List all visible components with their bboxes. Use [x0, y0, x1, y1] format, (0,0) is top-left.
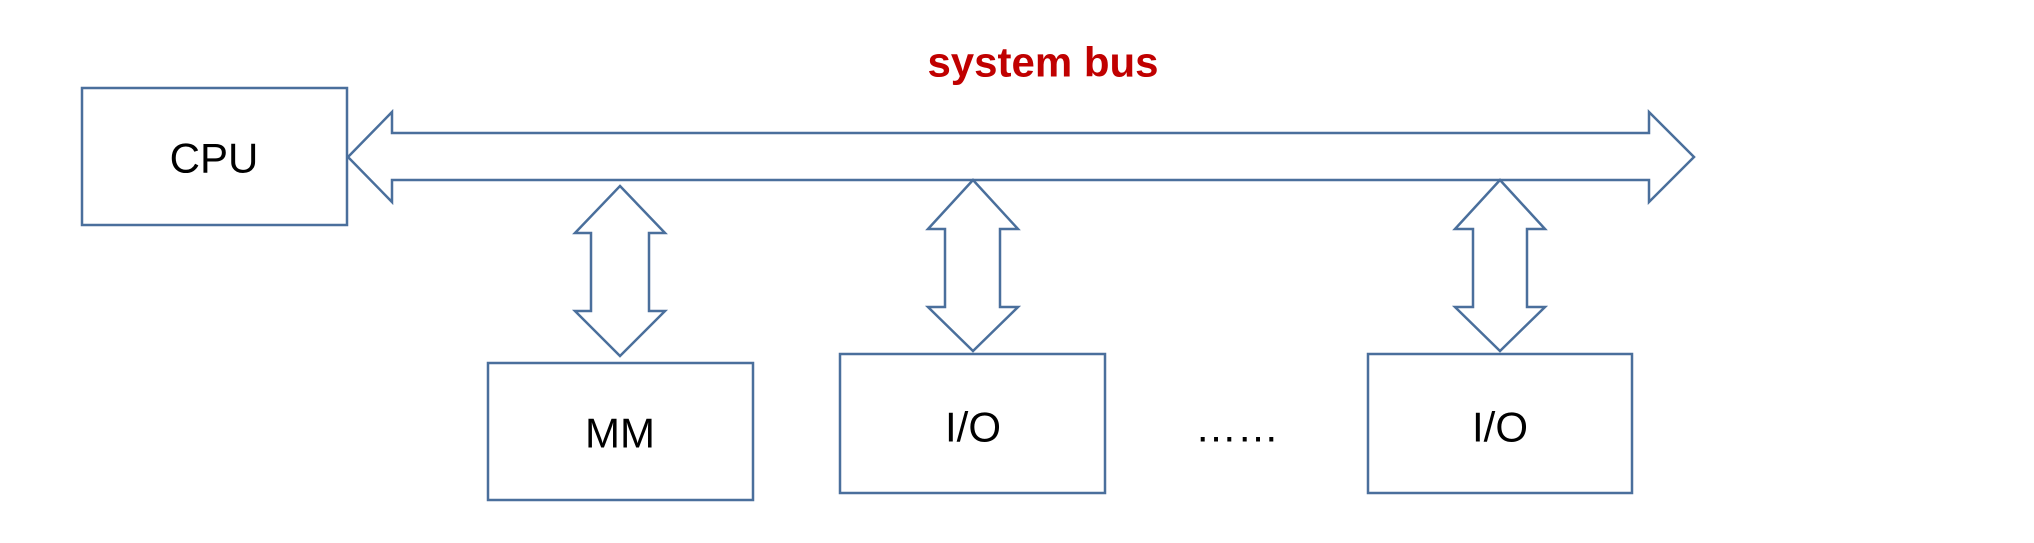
mm-label: MM — [585, 410, 655, 457]
io-2-connector-arrow — [1451, 178, 1549, 353]
bus-title: system bus — [927, 39, 1158, 86]
io-2-block: I/O — [1366, 352, 1634, 495]
mm-block: MM — [486, 361, 755, 502]
mm-connector-arrow — [571, 184, 669, 358]
cpu-block: CPU — [80, 86, 349, 227]
io-2-label: I/O — [1472, 404, 1528, 451]
mm-box — [486, 361, 755, 502]
io-1-block: I/O — [838, 352, 1107, 495]
cpu-label: CPU — [170, 135, 259, 182]
system-bus-arrow — [346, 108, 1696, 206]
cpu-box — [80, 86, 349, 227]
io-2-box — [1366, 352, 1634, 495]
io-1-box — [838, 352, 1107, 495]
io-1-connector-arrow — [924, 178, 1022, 353]
io-1-label: I/O — [945, 404, 1001, 451]
ellipsis-text: …… — [1195, 404, 1279, 451]
